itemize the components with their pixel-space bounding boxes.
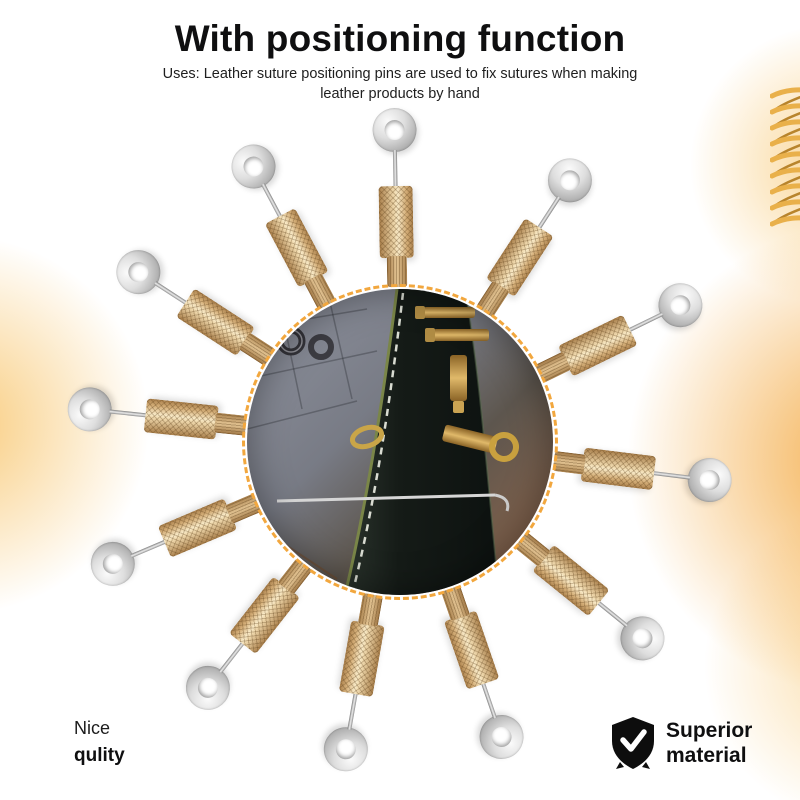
material-caption: Superior material xyxy=(666,718,752,768)
pin-washer-icon xyxy=(223,136,284,197)
material-line-1: Superior xyxy=(666,719,753,742)
washer-hole xyxy=(240,152,268,181)
pin-washer-icon xyxy=(372,107,417,153)
pin-shaft xyxy=(596,600,629,628)
pin-shaft xyxy=(109,409,147,418)
pin-washer-icon xyxy=(685,455,735,505)
pin-washer-icon xyxy=(651,275,710,335)
washer-hole xyxy=(78,398,101,421)
material-line-2: material xyxy=(666,744,747,767)
quality-line-2: qulity xyxy=(74,745,125,766)
pin-shaft xyxy=(154,281,188,305)
washer-hole xyxy=(124,258,153,286)
washer-hole xyxy=(698,468,721,492)
washer-hole xyxy=(488,724,515,750)
photo-dashed-ring xyxy=(242,284,558,600)
pin-shaft xyxy=(481,682,497,719)
pin-washer-icon xyxy=(320,723,372,775)
material-badge: Superior material xyxy=(610,716,752,770)
pin-washer-icon xyxy=(107,241,169,303)
subtitle: Uses: Leather suture positioning pins ar… xyxy=(0,64,800,104)
pin-shaft xyxy=(537,196,561,230)
pin-thumb-head xyxy=(386,255,408,288)
pin-shaft xyxy=(261,183,283,218)
pin-body xyxy=(443,610,500,690)
pin-shaft xyxy=(218,641,245,674)
pin-shaft xyxy=(392,150,398,188)
pin-washer-icon xyxy=(177,656,239,719)
spring-coil-icon xyxy=(770,87,800,227)
pin-washer-icon xyxy=(65,385,114,434)
quality-line-1: Nice xyxy=(74,718,111,738)
washer-hole xyxy=(667,291,694,319)
pin-shaft xyxy=(347,692,358,730)
quality-caption: Nice qulity xyxy=(74,718,125,767)
pin-body xyxy=(143,398,219,440)
shield-check-icon xyxy=(612,717,654,769)
pin-thumb-head xyxy=(552,450,586,475)
washer-hole xyxy=(99,550,126,578)
product-photo xyxy=(247,289,553,595)
pin-shaft xyxy=(130,539,167,558)
pin-washer-icon xyxy=(83,535,142,593)
subtitle-line-2: leather products by hand xyxy=(320,86,480,102)
subtitle-line-1: Uses: Leather suture positioning pins ar… xyxy=(162,66,638,82)
washer-hole xyxy=(384,119,405,141)
pin-body xyxy=(580,447,657,491)
pin-washer-icon xyxy=(473,709,530,765)
pin-shaft xyxy=(652,471,691,480)
pin-body xyxy=(338,620,385,698)
pin-washer-icon xyxy=(611,607,674,670)
pin-washer-icon xyxy=(539,149,601,211)
washer-hole xyxy=(628,624,657,653)
washer-hole xyxy=(334,737,358,761)
pin-shaft xyxy=(628,312,664,333)
leather-stitching-photo-illustration xyxy=(247,289,553,595)
washer-hole xyxy=(556,166,584,195)
washer-hole xyxy=(193,673,222,702)
pin-body xyxy=(378,185,414,259)
page-title: With positioning function xyxy=(174,18,626,59)
